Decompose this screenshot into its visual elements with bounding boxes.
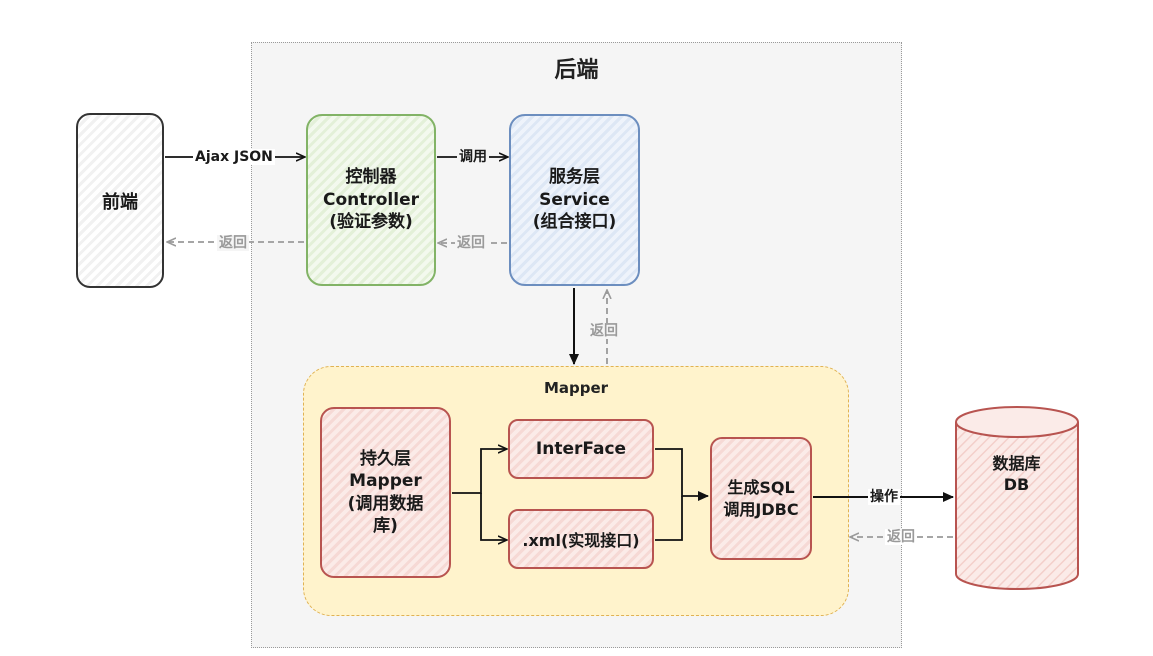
label-return-sql: 返回 — [885, 529, 917, 545]
persistence-line2: Mapper — [349, 471, 422, 492]
mapper-group-title: Mapper — [543, 379, 609, 397]
label-ajax-json: Ajax JSON — [193, 149, 275, 165]
service-line3: (组合接口) — [532, 212, 617, 233]
service-line2: Service — [539, 189, 610, 210]
persistence-line3: (调用数据 — [347, 493, 424, 514]
arrow-persist-xml — [480, 493, 506, 540]
label-operate: 操作 — [868, 489, 900, 505]
arrow-interface-sql — [655, 448, 709, 501]
database-label: 数据库 DB — [955, 454, 1078, 496]
persistence-node: 持久层 Mapper (调用数据 库) — [320, 407, 451, 578]
xml-label: .xml(实现接口) — [522, 531, 640, 550]
database-line2: DB — [1003, 474, 1030, 494]
persistence-line4: 库) — [373, 515, 398, 536]
sql-line2: 调用JDBC — [723, 499, 799, 519]
sql-node: 生成SQL 调用JDBC — [710, 437, 812, 560]
label-return-service: 返回 — [588, 323, 620, 339]
sql-line1: 生成SQL — [727, 477, 795, 497]
controller-line2: Controller — [322, 189, 419, 210]
controller-line3: (验证参数) — [329, 212, 413, 233]
database-line1: 数据库 — [992, 454, 1041, 473]
label-call: 调用 — [457, 149, 489, 165]
label-return-front: 返回 — [217, 235, 249, 251]
backend-title: 后端 — [554, 58, 599, 83]
interface-label: InterFace — [535, 439, 627, 459]
service-node: 服务层 Service (组合接口) — [509, 114, 640, 286]
controller-node: 控制器 Controller (验证参数) — [306, 114, 436, 286]
arrow-xml-sql — [655, 496, 683, 541]
frontend-label: 前端 — [102, 191, 138, 213]
arrow-persist-interface — [452, 449, 506, 494]
label-return-controller: 返回 — [455, 235, 487, 251]
database-cylinder — [955, 406, 1079, 590]
frontend-node: 前端 — [76, 113, 164, 288]
service-line1: 服务层 — [548, 166, 600, 187]
xml-node: .xml(实现接口) — [508, 509, 654, 569]
controller-line1: 控制器 — [345, 166, 397, 187]
persistence-line1: 持久层 — [360, 449, 411, 470]
interface-node: InterFace — [508, 419, 654, 479]
